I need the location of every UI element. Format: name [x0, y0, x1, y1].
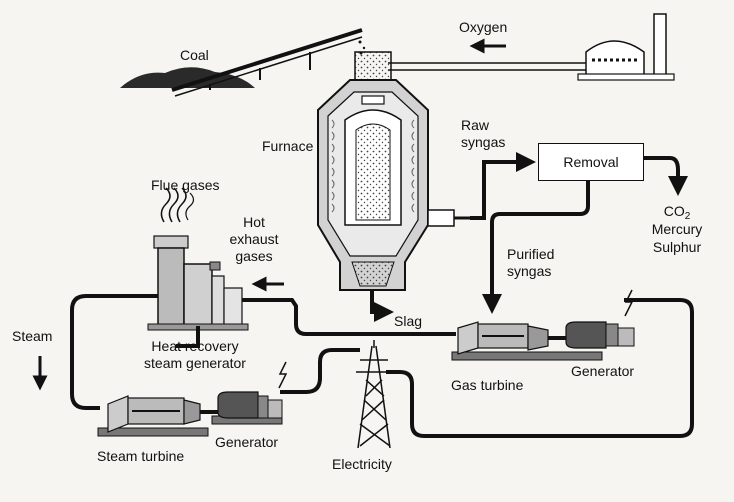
- electricity-lines: [280, 298, 694, 438]
- steam-label: Steam: [12, 328, 53, 344]
- gas-turbine-label: Gas turbine: [451, 377, 524, 393]
- coal-conveyor: [120, 28, 366, 97]
- hot-exhaust-label-line3: gases: [235, 248, 273, 264]
- oxygen-label: Oxygen: [459, 19, 508, 35]
- steam-turbine-label: Steam turbine: [97, 448, 185, 464]
- mercury-label: Mercury: [651, 221, 703, 237]
- slag-label: Slag: [394, 313, 423, 329]
- slag-arrow: [370, 290, 394, 322]
- co2-main: CO: [663, 203, 685, 219]
- sulphur-label: Sulphur: [652, 239, 702, 255]
- furnace-label: Furnace: [262, 138, 314, 154]
- hrsg-label-line1: Heat recovery: [151, 338, 239, 354]
- co2-label: CO2: [640, 203, 714, 225]
- gasifier-furnace: [317, 51, 470, 291]
- hot-exhaust-label-line1: Hot: [243, 214, 265, 230]
- coal-label: Coal: [180, 47, 209, 63]
- purified-syngas-label-line1: Purified: [507, 246, 555, 262]
- removal-label: Removal: [563, 154, 619, 170]
- purified-syngas-line: [482, 181, 590, 314]
- electricity-pylon: [356, 340, 392, 449]
- steam-loop: [70, 294, 456, 410]
- flue-gases-label: Flue gases: [151, 177, 220, 193]
- steam-turbine-group: [97, 361, 288, 437]
- purified-syngas-label-line2: syngas: [507, 263, 552, 279]
- co2-subscript: 2: [684, 211, 691, 222]
- generator-left-label: Generator: [215, 434, 279, 450]
- hot-exhaust-label-line2: exhaust: [229, 231, 279, 247]
- electricity-label: Electricity: [332, 456, 392, 472]
- removal-output-line: [644, 156, 688, 196]
- generator-right-label: Generator: [571, 363, 635, 379]
- gas-turbine-group: [451, 289, 635, 361]
- raw-syngas-label-line2: syngas: [461, 134, 506, 150]
- raw-syngas-label-line1: Raw: [461, 117, 490, 133]
- removal-box: Removal: [538, 143, 644, 181]
- hrsg-label-line2: steam generator: [144, 355, 246, 371]
- raw-syngas-line: [470, 152, 536, 220]
- oxygen-plant: [388, 13, 675, 81]
